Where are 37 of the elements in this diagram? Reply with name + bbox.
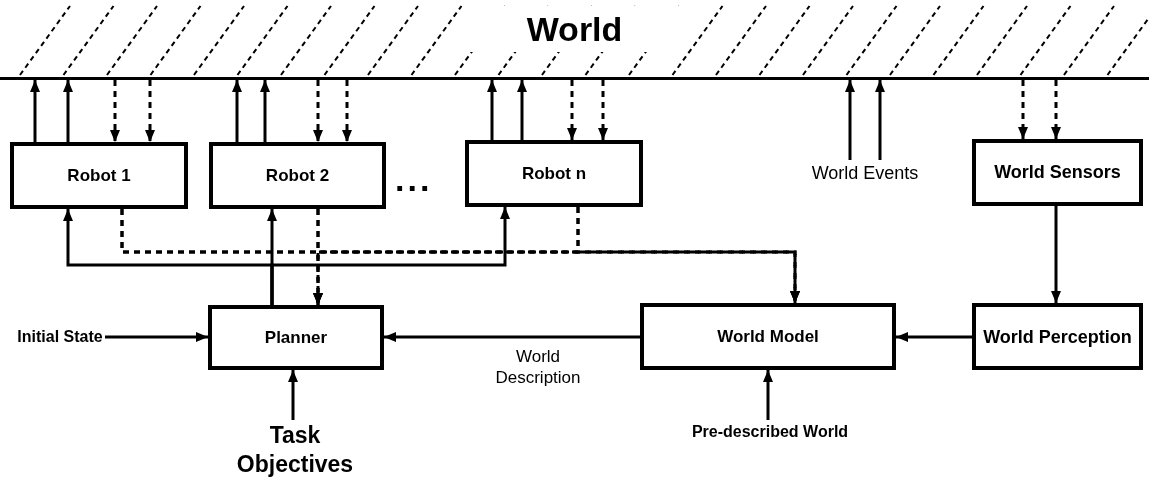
arrow — [110, 80, 120, 142]
arrow — [1051, 80, 1061, 139]
arrow — [1051, 206, 1061, 303]
arrow — [313, 80, 323, 142]
arrow — [875, 80, 885, 160]
arrow — [145, 80, 155, 142]
input-text: Initial State — [15, 312, 105, 362]
input-text: Pre-described World — [660, 420, 880, 444]
arrow — [260, 80, 270, 142]
arrow — [384, 332, 640, 342]
band-title: World — [468, 6, 681, 52]
arrow — [105, 332, 208, 342]
arrow — [576, 207, 800, 303]
arrow — [270, 207, 510, 305]
arrow — [30, 80, 40, 142]
model-box: World Model — [640, 303, 896, 370]
arrow — [896, 332, 972, 342]
input-text: Task Objectives — [222, 420, 368, 480]
arrow — [517, 80, 527, 140]
arrow — [567, 80, 577, 140]
robot-box: Robot 1 — [10, 142, 188, 209]
ellipsis-text: ... — [395, 162, 433, 196]
arrow — [845, 80, 855, 160]
arrow — [487, 80, 497, 140]
planner-box: Planner — [208, 305, 384, 370]
event-source-text: World Events — [790, 160, 940, 186]
arrow — [598, 80, 608, 140]
arrow — [1018, 80, 1028, 139]
robot-box: Robot 2 — [209, 142, 386, 209]
sensor-box: World Sensors — [972, 139, 1143, 206]
perception-box: World Perception — [972, 303, 1143, 370]
arrow — [342, 80, 352, 142]
arrow — [232, 80, 242, 142]
robot-box: Robot n — [465, 140, 643, 207]
arrow — [63, 80, 73, 142]
arrow — [763, 370, 773, 420]
arrow — [288, 370, 298, 420]
